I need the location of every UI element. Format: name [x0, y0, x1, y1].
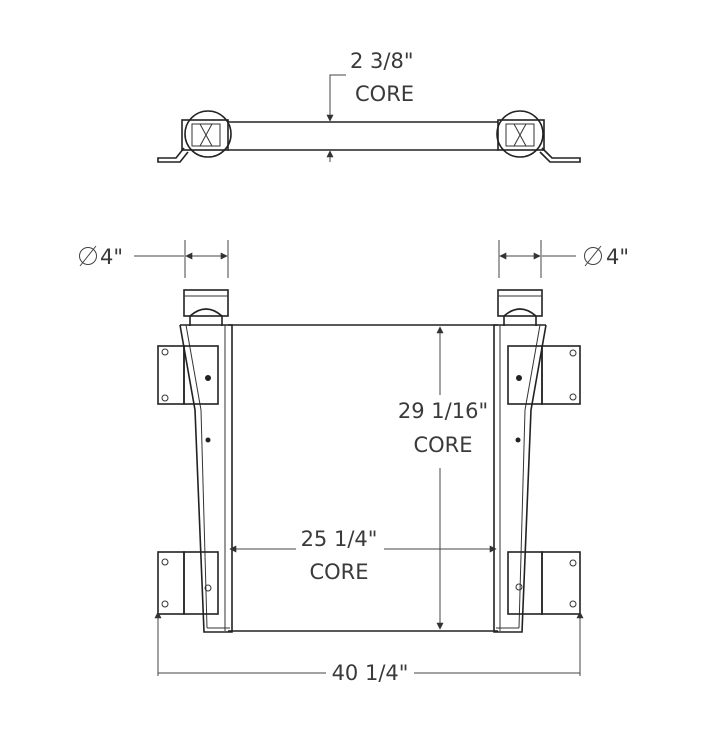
width-value-label: 25 1/4" [301, 527, 378, 551]
right-inlet-dimension [498, 240, 576, 278]
top-view-right-tank [496, 110, 581, 163]
height-core-label: CORE [413, 433, 472, 457]
diameter-icon [584, 245, 602, 267]
width-core-label: CORE [309, 560, 368, 584]
core [224, 324, 501, 632]
height-value-label: 29 1/16" [398, 399, 488, 423]
right-inlet-pipe [497, 289, 543, 326]
left-lower-bracket [157, 551, 219, 615]
right-inlet-diameter-label: 4" [606, 245, 629, 269]
left-inlet-diameter-label: 4" [100, 245, 123, 269]
top-view-left-tank [157, 110, 232, 163]
depth-core-label: CORE [355, 82, 414, 106]
right-tank [493, 324, 547, 633]
top-view: 2 3/8" CORE [157, 49, 581, 163]
left-inlet-dimension [134, 240, 229, 278]
overall-width-label: 40 1/4" [332, 661, 409, 685]
left-upper-bracket [157, 345, 219, 405]
overall-width-dimension [154, 611, 584, 676]
front-view: 4" 4" 29 1/16" CORE 25 1/4" CORE [79, 240, 629, 685]
left-tank [179, 324, 233, 633]
diameter-icon [79, 245, 97, 267]
right-upper-bracket [507, 345, 581, 405]
right-lower-bracket [507, 551, 581, 615]
depth-dimension [326, 74, 346, 162]
left-inlet-pipe [183, 289, 229, 326]
depth-value-label: 2 3/8" [350, 49, 414, 73]
